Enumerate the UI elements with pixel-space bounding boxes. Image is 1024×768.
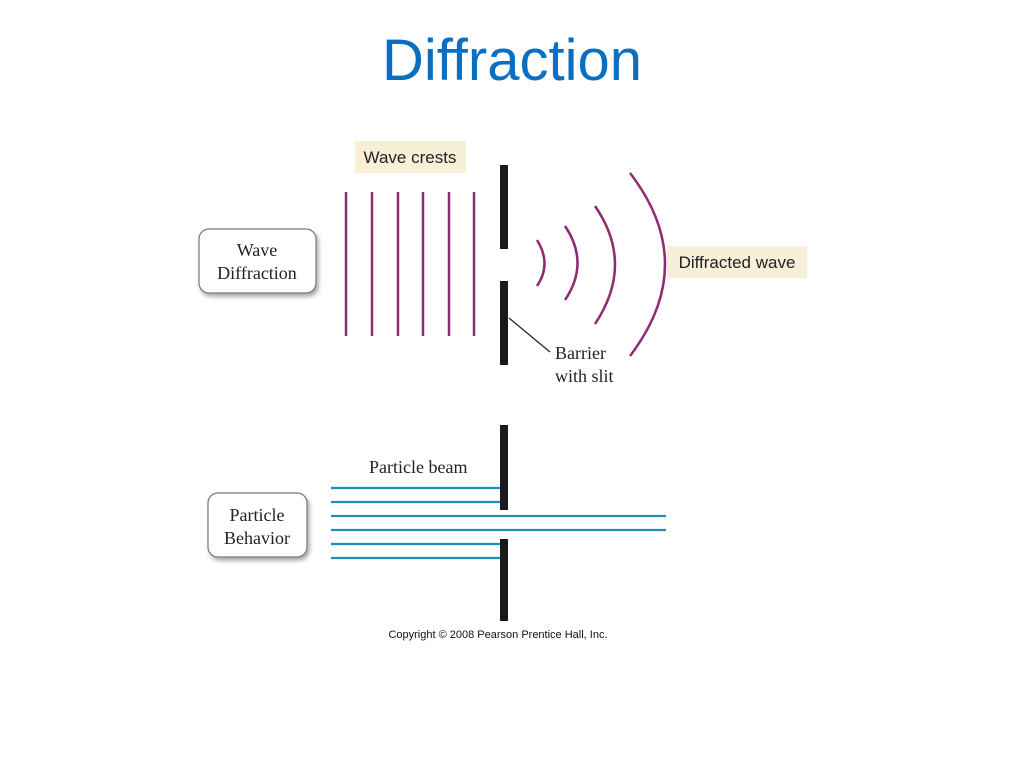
particle-barrier [500, 425, 508, 621]
particle-box-label-line1: Particle [230, 505, 285, 525]
particle-behavior-box: Particle Behavior [207, 492, 308, 558]
wave-crests-label: Wave crests [355, 141, 466, 173]
diffracted-arc [535, 239, 546, 287]
incoming-wave-crests [344, 192, 476, 336]
particle-barrier-lower [500, 539, 508, 621]
diffracted-wave-arcs [535, 172, 667, 357]
wave-box-label-line1: Wave [237, 240, 278, 260]
barrier-label-line1: Barrier [555, 343, 606, 363]
particle-barrier-upper [500, 425, 508, 510]
diffracted-wave-label: Diffracted wave [667, 246, 807, 278]
particle-beam-label: Particle beam [369, 457, 467, 477]
barrier-callout: Barrier with slit [508, 317, 614, 386]
barrier-label-line2: with slit [555, 366, 614, 386]
particle-box-label-line2: Behavior [224, 528, 290, 548]
particle-beam-lines [331, 486, 666, 560]
diffracted-arc [629, 172, 667, 357]
diffracted-arc [563, 225, 579, 301]
wave-barrier [500, 165, 508, 365]
wave-box-label-line2: Diffraction [217, 263, 297, 283]
wave-crests-text: Wave crests [364, 148, 457, 167]
copyright-notice: Copyright © 2008 Pearson Prentice Hall, … [388, 629, 607, 641]
slide-title: Diffraction [381, 28, 643, 93]
barrier-lower [500, 281, 508, 365]
diffracted-arc [593, 205, 617, 325]
diffracted-wave-text: Diffracted wave [679, 253, 796, 272]
barrier-upper [500, 165, 508, 249]
wave-diffraction-box: Wave Diffraction [198, 228, 317, 294]
